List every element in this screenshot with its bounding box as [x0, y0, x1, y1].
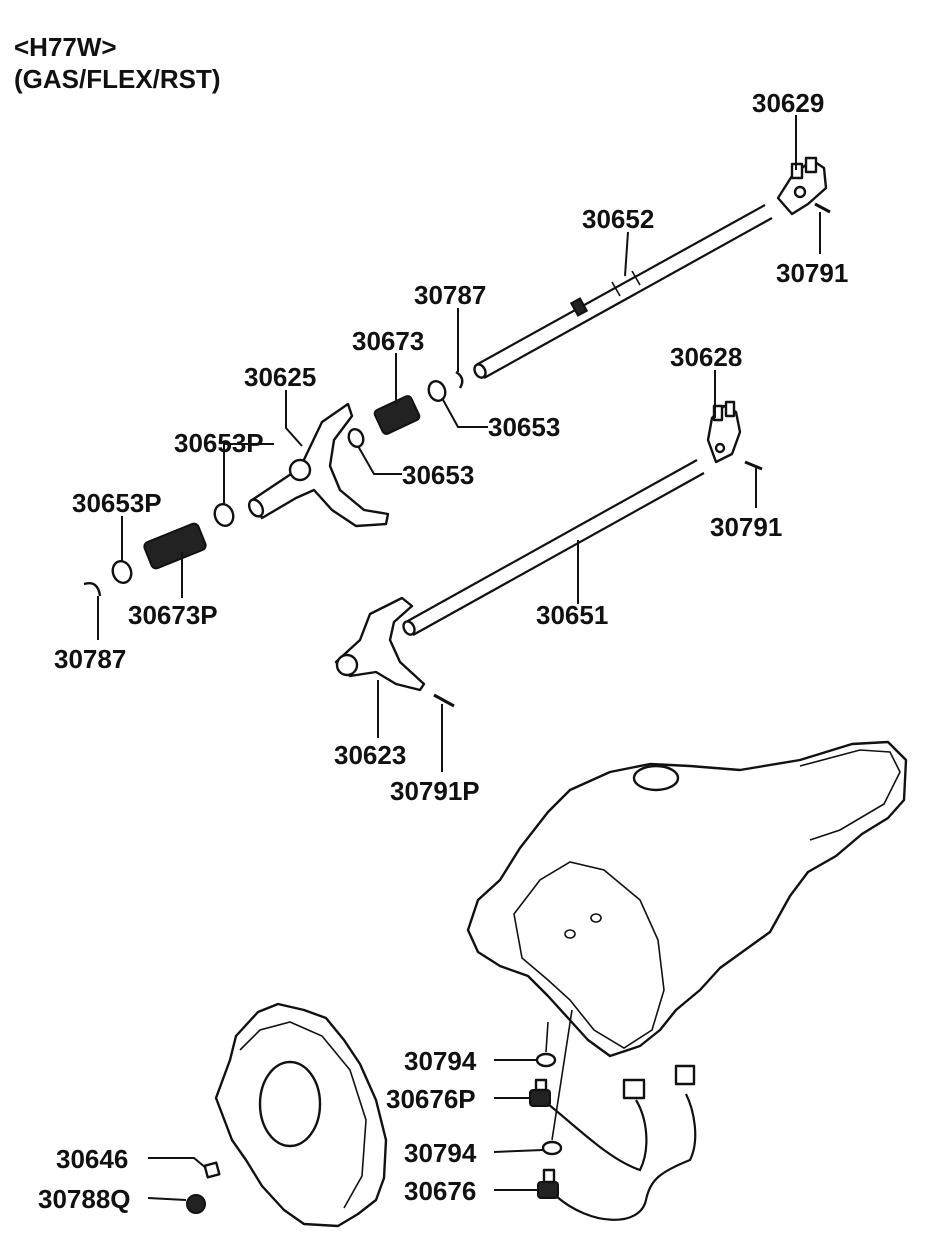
shift-fork-30623 — [334, 596, 426, 692]
shift-rod-30651 — [402, 459, 705, 636]
rear-cover — [214, 1002, 388, 1228]
interlock-pin-30673 — [373, 395, 421, 435]
part-label-30794: 30794 — [404, 1138, 477, 1168]
part-label-30653: 30653 — [402, 460, 474, 490]
part-label-30625: 30625 — [244, 362, 316, 392]
bushing-30653P-lower — [111, 560, 133, 584]
connector-b — [674, 1064, 696, 1086]
variant-label: (GAS/FLEX/RST) — [14, 64, 221, 94]
part-label-30628: 30628 — [670, 342, 742, 372]
model-code: <H77W> — [14, 32, 117, 62]
part-label-30788Q: 30788Q — [38, 1184, 131, 1214]
pin-30791P — [433, 693, 455, 708]
wire-harness-b — [555, 1093, 697, 1221]
part-label-30791: 30791 — [710, 512, 782, 542]
washer-30794-lower — [541, 1140, 563, 1156]
plug-30788Q — [186, 1194, 206, 1214]
part-label-30787: 30787 — [414, 280, 486, 310]
wire-harness-a — [547, 1099, 648, 1172]
shift-rod-30652 — [473, 204, 773, 379]
part-label-30794: 30794 — [404, 1046, 477, 1076]
bushing-30653-lower — [347, 428, 365, 448]
transmission-case — [466, 740, 908, 1058]
switch-30676P — [529, 1078, 551, 1107]
part-label-30791: 30791 — [776, 258, 848, 288]
part-label-30787: 30787 — [54, 644, 126, 674]
bolt-30646 — [203, 1161, 221, 1179]
part-label-30676P: 30676P — [386, 1084, 476, 1114]
bushing-30653P-upper — [213, 503, 235, 527]
part-label-30791P: 30791P — [390, 776, 480, 806]
part-label-30673P: 30673P — [128, 600, 218, 630]
part-label-30623: 30623 — [334, 740, 406, 770]
part-label-30629: 30629 — [752, 88, 824, 118]
retaining-ring-30787-lower — [83, 582, 102, 597]
washer-30794-upper — [535, 1052, 557, 1068]
switch-30676 — [537, 1168, 559, 1199]
interlock-pin-30673P — [143, 522, 207, 570]
connector-a — [622, 1078, 646, 1100]
part-label-30652: 30652 — [582, 204, 654, 234]
shift-fork-30625 — [247, 402, 390, 528]
part-label-30676: 30676 — [404, 1176, 476, 1206]
part-label-30653P: 30653P — [174, 428, 264, 458]
retaining-ring-30787-upper — [455, 370, 464, 389]
part-label-30646: 30646 — [56, 1144, 128, 1174]
part-label-30651: 30651 — [536, 600, 608, 630]
shift-lug-30628 — [706, 400, 742, 464]
part-label-30653P: 30653P — [72, 488, 162, 518]
bushing-30653-upper — [427, 380, 447, 402]
part-label-30673: 30673 — [352, 326, 424, 356]
part-label-30653: 30653 — [488, 412, 560, 442]
leader-lines — [97, 115, 821, 1201]
